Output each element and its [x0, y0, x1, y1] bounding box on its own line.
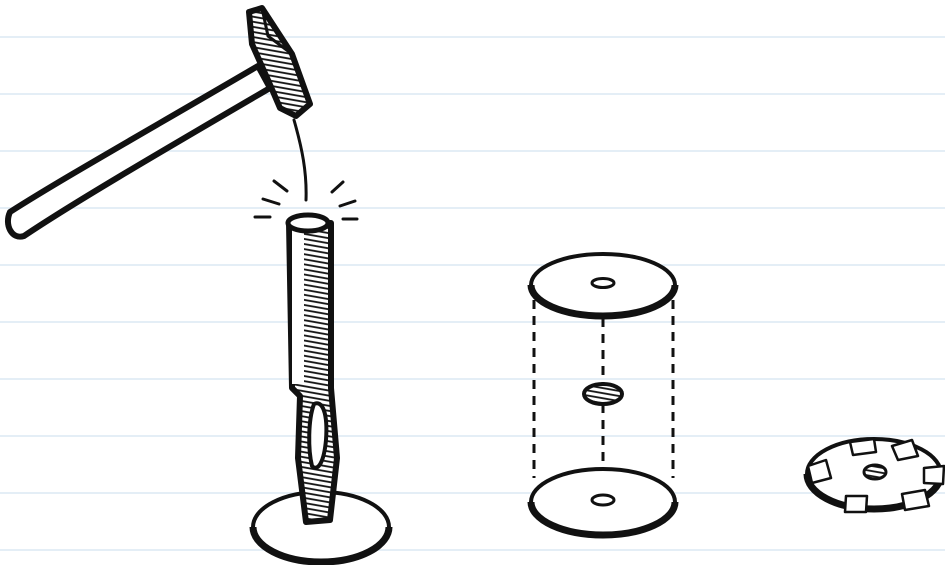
- impact-marks: [253, 179, 359, 221]
- hammer-icon: [4, 5, 313, 240]
- guide-lines: [532, 300, 675, 480]
- step-punch-hole: [4, 5, 393, 565]
- hammer-head: [246, 5, 313, 119]
- swing-motion-line: [292, 118, 308, 202]
- taped-disc-icon: [803, 437, 945, 514]
- disc-icon: [527, 467, 679, 539]
- ruled-lines: [0, 36, 945, 551]
- disc-icon: [527, 252, 679, 320]
- washer-icon: [582, 382, 624, 406]
- disc-icon: [249, 490, 393, 565]
- step-finished-disc: [803, 437, 945, 514]
- hammer-handle: [4, 63, 273, 240]
- hollow-punch-icon: [285, 212, 340, 525]
- step-stack-discs: [527, 252, 679, 539]
- tape-strips: [806, 437, 945, 514]
